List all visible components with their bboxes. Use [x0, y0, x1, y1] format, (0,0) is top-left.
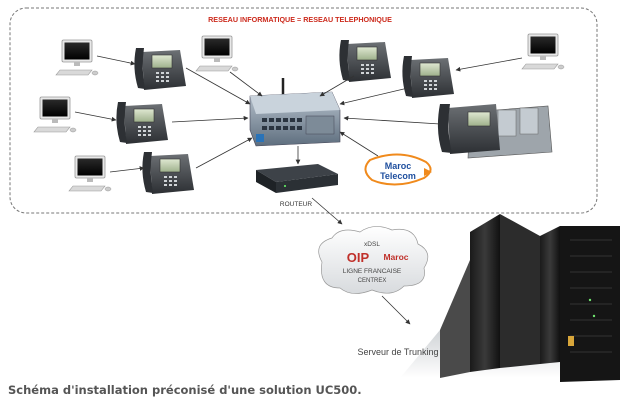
link-arrow	[74, 111, 117, 122]
ip-phone-icon	[401, 55, 455, 99]
ip-phone-icon	[141, 151, 195, 195]
pc-icon	[33, 96, 77, 133]
centrex-cloud: xDSL OIP Maroc LIGNE FRANCAISE CENTREX	[318, 226, 429, 294]
router-icon	[256, 164, 338, 193]
pc-icon	[68, 155, 112, 192]
maroc-telecom-logo: Maroc Telecom	[364, 153, 432, 186]
link-arrow	[229, 71, 263, 97]
link-arrow	[109, 166, 145, 173]
server-label: Serveur de Trunking	[357, 347, 438, 357]
cloud-line1: LIGNE FRANCAISE	[343, 268, 402, 275]
figure-caption: Schéma d'installation préconisé d'une so…	[8, 383, 362, 397]
ip-phone-icon	[338, 39, 392, 83]
pc-icon	[521, 33, 565, 70]
server-room-image	[400, 214, 620, 382]
link-arrow	[339, 87, 409, 106]
attendant-console-icon	[437, 104, 553, 159]
cloud-line2: CENTREX	[358, 278, 387, 284]
cloud-brand-left: OIP	[347, 250, 370, 265]
link-arrow	[171, 115, 249, 123]
cloud-tech-label: xDSL	[364, 241, 380, 248]
provider-name-line2: Telecom	[380, 171, 416, 181]
link-arrow	[96, 55, 136, 66]
lan-title: RESEAU INFORMATIQUE = RESEAU TELEPHONIQU…	[208, 15, 392, 24]
pc-icon	[55, 39, 99, 76]
pc-icon	[195, 35, 239, 72]
cloud-brand-right: Maroc	[383, 252, 408, 262]
provider-name-line1: Maroc	[385, 161, 412, 171]
uc500-device-icon	[249, 78, 341, 147]
router-label: ROUTEUR	[280, 201, 312, 208]
link-arrow	[185, 67, 251, 105]
lan-boundary	[9, 7, 598, 214]
link-arrow	[381, 295, 411, 325]
link-arrow	[339, 131, 379, 157]
link-arrow	[195, 137, 253, 169]
link-arrow	[311, 197, 343, 225]
link-arrow	[319, 75, 355, 97]
ip-phone-icon	[133, 47, 187, 91]
link-arrow	[455, 57, 523, 72]
ip-phone-icon	[115, 101, 169, 145]
link-arrow	[343, 115, 441, 125]
